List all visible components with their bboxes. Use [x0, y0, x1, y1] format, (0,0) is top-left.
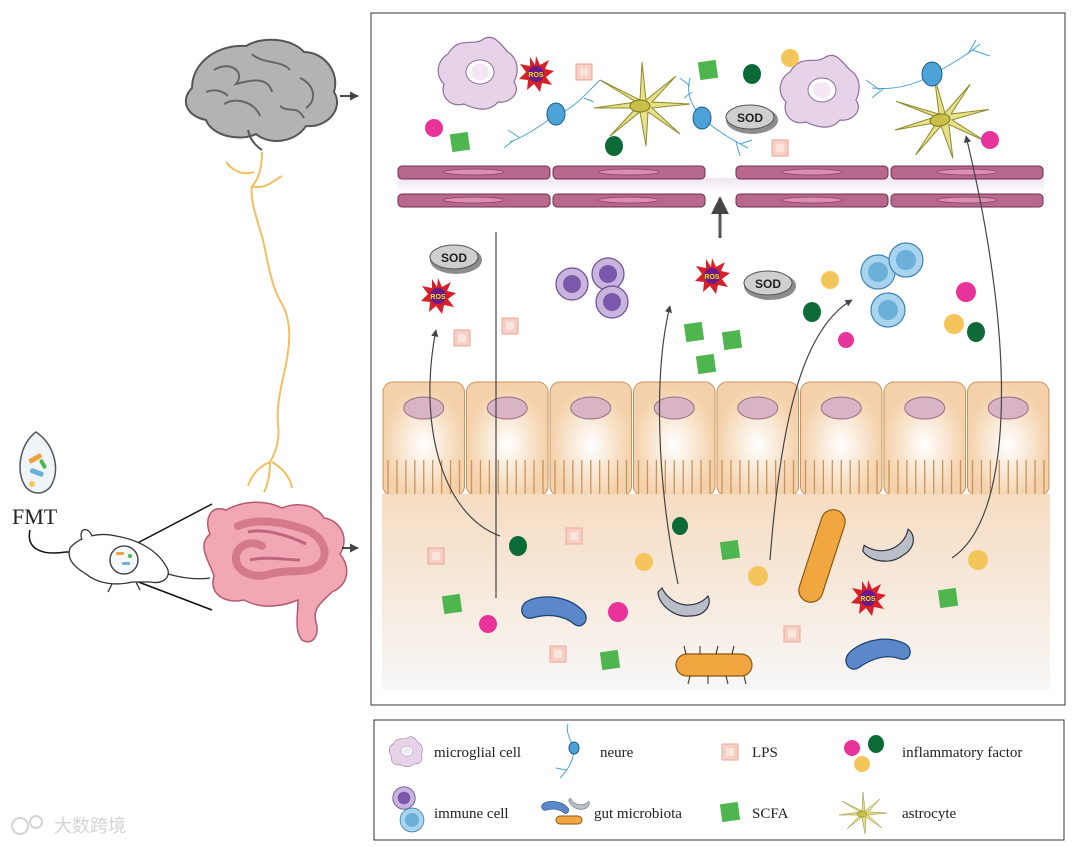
lps-icon: [721, 743, 739, 761]
scfa-icon: [719, 539, 741, 561]
bacteria-icon: [798, 509, 846, 603]
inflammatory-factor-icon: [425, 119, 443, 137]
legend-inflammatory: inflammatory factor: [902, 745, 1022, 761]
lps-icon: [565, 527, 583, 545]
brain-icon: [184, 38, 339, 151]
legend-neure: neure: [600, 745, 634, 761]
scfa-icon: [449, 131, 471, 153]
inflammatory-factor-icon: [635, 553, 653, 571]
vagus-nerve-icon: [225, 151, 293, 493]
fmt-capsule-icon: [19, 431, 57, 494]
inflammatory-factor-icon: [743, 64, 761, 84]
sod-label: SOD: [737, 111, 763, 125]
legend-microbiota: gut microbiota: [594, 806, 682, 822]
watermark-text: 大数跨境: [54, 816, 126, 837]
epithelial-nucleus: [403, 396, 445, 420]
inflammatory-factor-icon: [479, 615, 497, 633]
scfa-icon: [937, 587, 959, 609]
epithelial-nucleus: [653, 396, 695, 420]
scfa-icon: [599, 649, 621, 671]
inflammatory-factor-icon: [748, 566, 768, 586]
inflammatory-factor-icon: [944, 314, 964, 334]
scfa-icon: [719, 801, 741, 823]
microvilli: [971, 460, 1045, 496]
ros-label: ROS: [528, 72, 544, 79]
inflammatory-factor-icon: [608, 602, 628, 622]
inflammatory-factor-icon: [672, 517, 688, 535]
epithelial-nucleus: [904, 396, 946, 420]
legend-microglial: microglial cell: [434, 745, 521, 761]
legend-scfa: SCFA: [752, 806, 789, 822]
inflammatory-factor-icon: [968, 550, 988, 570]
microvilli: [804, 460, 878, 496]
microvilli: [470, 460, 544, 496]
microvilli: [554, 460, 628, 496]
inflammatory-factor-icon: [981, 131, 999, 149]
neuron-icon: [503, 79, 601, 149]
microvilli: [888, 460, 962, 496]
neuron-icon: [555, 723, 580, 779]
ros-label: ROS: [704, 274, 720, 281]
inflammatory-factor-icon: [821, 271, 839, 289]
epithelial-nucleus: [987, 396, 1029, 420]
bacteria-icon: [541, 797, 590, 825]
epithelial-nucleus: [737, 396, 779, 420]
sod-icon: [429, 244, 482, 274]
sod-icon: [725, 104, 778, 134]
mouse-icon: [68, 529, 211, 593]
scfa-icon: [695, 353, 717, 375]
scfa-icon: [683, 321, 705, 343]
lps-icon: [427, 547, 445, 565]
inflammatory-factor-icon: [605, 136, 623, 156]
lps-icon: [771, 139, 789, 157]
legend-immune: immune cell: [434, 806, 509, 822]
epithelial-nucleus: [570, 396, 612, 420]
translocation-arrows: [429, 135, 1003, 598]
epithelial-nucleus: [486, 396, 528, 420]
lps-icon: [453, 329, 471, 347]
epithelial-nucleus: [820, 396, 862, 420]
inflammatory-factor-icon: [956, 282, 976, 302]
lps-icon: [575, 63, 593, 81]
inflammatory-factor-icon: [509, 536, 527, 556]
blood-brain-barrier: [397, 165, 1044, 208]
watermark: 大数跨境: [11, 815, 126, 837]
scfa-icon: [697, 59, 719, 81]
inflammatory-factor-icon: [781, 49, 799, 67]
fmt-arrow: [28, 529, 99, 557]
inflammatory-factor-icon: [844, 735, 884, 772]
zoom-line-bottom: [127, 577, 213, 611]
fmt-label: FMT: [12, 504, 58, 529]
ros-label: ROS: [430, 294, 446, 301]
neuron-icon: [865, 39, 991, 99]
legend-panel: [373, 719, 1065, 841]
inflammatory-factor-icon: [803, 302, 821, 322]
zoom-line-top: [127, 503, 213, 549]
sod-label: SOD: [441, 251, 467, 265]
lps-icon: [783, 625, 801, 643]
inflammatory-factor-icon: [838, 332, 854, 348]
lps-icon: [501, 317, 519, 335]
sod-label: SOD: [755, 277, 781, 291]
lps-icon: [549, 645, 567, 663]
ros-label: ROS: [860, 596, 876, 603]
neuron-icon: [679, 77, 753, 157]
inflammatory-factor-icon: [967, 322, 985, 342]
scfa-icon: [721, 329, 743, 351]
intestine-icon: [203, 501, 348, 643]
legend-lps: LPS: [752, 745, 778, 761]
legend-astrocyte: astrocyte: [902, 806, 956, 822]
bacteria-icon: [675, 645, 753, 685]
microvilli: [387, 460, 461, 496]
sod-icon: [743, 270, 796, 300]
microvilli: [637, 460, 711, 496]
microvilli: [721, 460, 795, 496]
scfa-icon: [441, 593, 463, 615]
